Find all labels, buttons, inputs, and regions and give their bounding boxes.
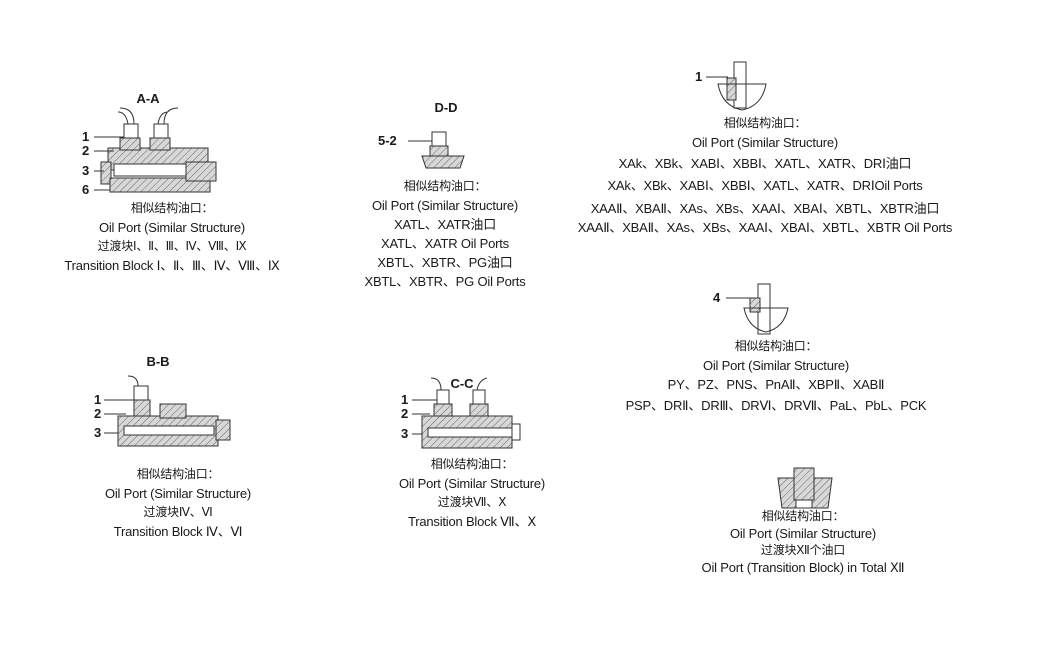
caption-line: 过渡块Ⅰ、Ⅱ、Ⅲ、Ⅳ、Ⅷ、Ⅸ bbox=[97, 239, 247, 253]
callout-label: 2 bbox=[94, 406, 102, 421]
caption-line: XAAⅡ、XBAⅡ、XAs、XBs、XAAⅠ、XBAⅠ、XBTL、XBTR Oi… bbox=[577, 220, 953, 235]
caption-line: PSP、DRⅡ、DRⅢ、DRⅥ、DRⅦ、PaL、PbL、PCK bbox=[625, 398, 927, 413]
section-dd-caption: 相似结构油口： Oil Port (Similar Structure) XAT… bbox=[364, 177, 525, 291]
section-aa-title: A-A bbox=[136, 91, 160, 106]
plug-caption: 相似结构油口： Oil Port (Similar Structure) 过渡块… bbox=[702, 508, 905, 576]
section-bb-caption: 相似结构油口： Oil Port (Similar Structure) 过渡块… bbox=[105, 465, 251, 541]
caption-line: Oil Port (Similar Structure) bbox=[371, 198, 519, 213]
section-bb-title: B-B bbox=[146, 354, 170, 369]
callout-label: 1 bbox=[695, 69, 703, 84]
port-4-caption: 相似结构油口： Oil Port (Similar Structure) PY、… bbox=[626, 337, 927, 415]
callout-label: 3 bbox=[401, 426, 409, 441]
callout-label: 3 bbox=[94, 425, 102, 440]
plug-drawing bbox=[777, 467, 833, 509]
callout-label: 4 bbox=[713, 290, 721, 305]
section-aa-drawing bbox=[94, 107, 217, 193]
section-bb-drawing bbox=[104, 375, 231, 447]
caption-line: XAAⅡ、XBAⅡ、XAs、XBs、XAAⅠ、XBAⅠ、XBTL、XBTR油口 bbox=[590, 201, 940, 216]
caption-line: 相似结构油口： bbox=[130, 201, 214, 215]
caption-line: 相似结构油口： bbox=[761, 509, 845, 523]
caption-line: Oil Port (Similar Structure) bbox=[398, 476, 546, 491]
caption-line: Transition Block Ⅳ、Ⅵ bbox=[113, 524, 243, 539]
section-dd-title: D-D bbox=[434, 100, 458, 115]
section-aa-caption: 相似结构油口： Oil Port (Similar Structure) 过渡块… bbox=[64, 199, 279, 275]
caption-line: Oil Port (Similar Structure) bbox=[104, 486, 252, 501]
section-cc-drawing bbox=[412, 377, 521, 449]
section-dd-drawing bbox=[408, 131, 465, 169]
callout-label: 2 bbox=[82, 143, 90, 158]
caption-line: 过渡块Ⅻ个油口 bbox=[760, 543, 846, 557]
caption-line: 相似结构油口： bbox=[734, 339, 818, 353]
caption-line: Oil Port (Similar Structure) bbox=[702, 358, 850, 373]
caption-line: 相似结构油口： bbox=[723, 116, 807, 130]
caption-line: Oil Port (Similar Structure) bbox=[691, 135, 839, 150]
callout-label: 3 bbox=[82, 163, 90, 178]
callout-label: 1 bbox=[94, 392, 102, 407]
caption-line: 相似结构油口： bbox=[136, 467, 220, 481]
callout-label: 1 bbox=[82, 129, 90, 144]
callout-label: 5-2 bbox=[378, 133, 397, 148]
caption-line: XAk、XBk、XABⅠ、XBBⅠ、XATL、XATR、DRⅠOil Ports bbox=[607, 178, 923, 193]
caption-line: Oil Port (Similar Structure) bbox=[98, 220, 246, 235]
caption-line: Transition Block Ⅰ、Ⅱ、Ⅲ、Ⅳ、Ⅷ、Ⅸ bbox=[64, 258, 280, 273]
caption-line: XBTL、XBTR、PG油口 bbox=[377, 255, 513, 270]
section-cc-caption: 相似结构油口： Oil Port (Similar Structure) 过渡块… bbox=[399, 455, 545, 531]
caption-line: Oil Port (Transition Block) in Total Ⅻ bbox=[701, 560, 905, 575]
caption-line: 过渡块Ⅶ、Ⅹ bbox=[437, 495, 507, 509]
callout-label: 1 bbox=[401, 392, 409, 407]
callout-label: 2 bbox=[401, 406, 409, 421]
caption-line: 相似结构油口： bbox=[403, 179, 487, 193]
section-cc-title: C-C bbox=[450, 376, 474, 391]
caption-line: PY、PZ、PNS、PnAⅡ、XBPⅡ、XABⅡ bbox=[667, 377, 885, 392]
caption-line: XATL、XATR油口 bbox=[393, 217, 497, 232]
caption-line: Oil Port (Similar Structure) bbox=[729, 526, 877, 541]
caption-line: Transition Block Ⅶ、Ⅹ bbox=[407, 514, 537, 529]
caption-line: 相似结构油口： bbox=[430, 457, 514, 471]
caption-line: XBTL、XBTR、PG Oil Ports bbox=[364, 274, 526, 289]
caption-line: XATL、XATR Oil Ports bbox=[381, 236, 509, 251]
caption-line: 过渡块Ⅳ、Ⅵ bbox=[143, 505, 213, 519]
port-1-drawing bbox=[706, 61, 767, 111]
port-4-drawing bbox=[726, 283, 789, 335]
callout-label: 6 bbox=[82, 182, 90, 197]
caption-line: XAk、XBk、XABⅠ、XBBⅠ、XATL、XATR、DRⅠ油口 bbox=[618, 156, 912, 171]
port-1-caption: 相似结构油口： Oil Port (Similar Structure) XAk… bbox=[577, 114, 953, 237]
